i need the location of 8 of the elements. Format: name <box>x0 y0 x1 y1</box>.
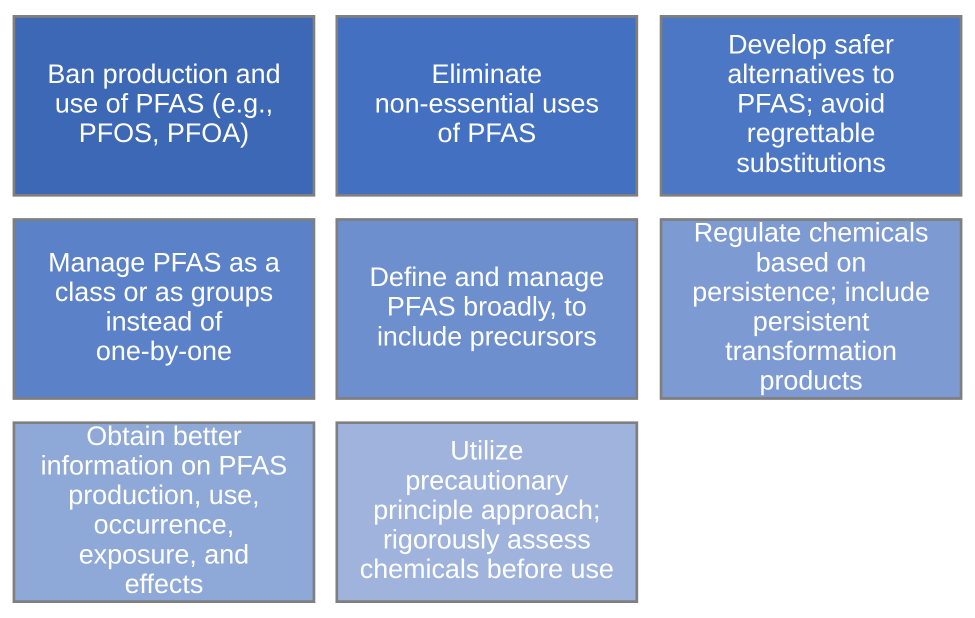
node-box: Manage PFAS as a class or as groups instead of one-by-one <box>12 218 316 400</box>
node-box: Define and manage PFAS broadly, to include precursors <box>335 218 638 400</box>
node-box: Utilize precautionary principle approach; rigorously assess chemicals before use <box>335 421 638 603</box>
node-box: Obtain better information on PFAS production, use, occurrence, exposure, and effects <box>12 421 316 603</box>
node-box: Eliminate non-essential uses of PFAS <box>335 15 638 197</box>
node-box: Regulate chemicals based on persistence; include persistent transformation products <box>660 218 962 400</box>
node-box: Develop safer alternatives to PFAS; avoid regrettable substitutions <box>660 15 962 197</box>
node-box: Ban production and use of PFAS (e.g., PFOS, PFOA) <box>12 15 316 197</box>
